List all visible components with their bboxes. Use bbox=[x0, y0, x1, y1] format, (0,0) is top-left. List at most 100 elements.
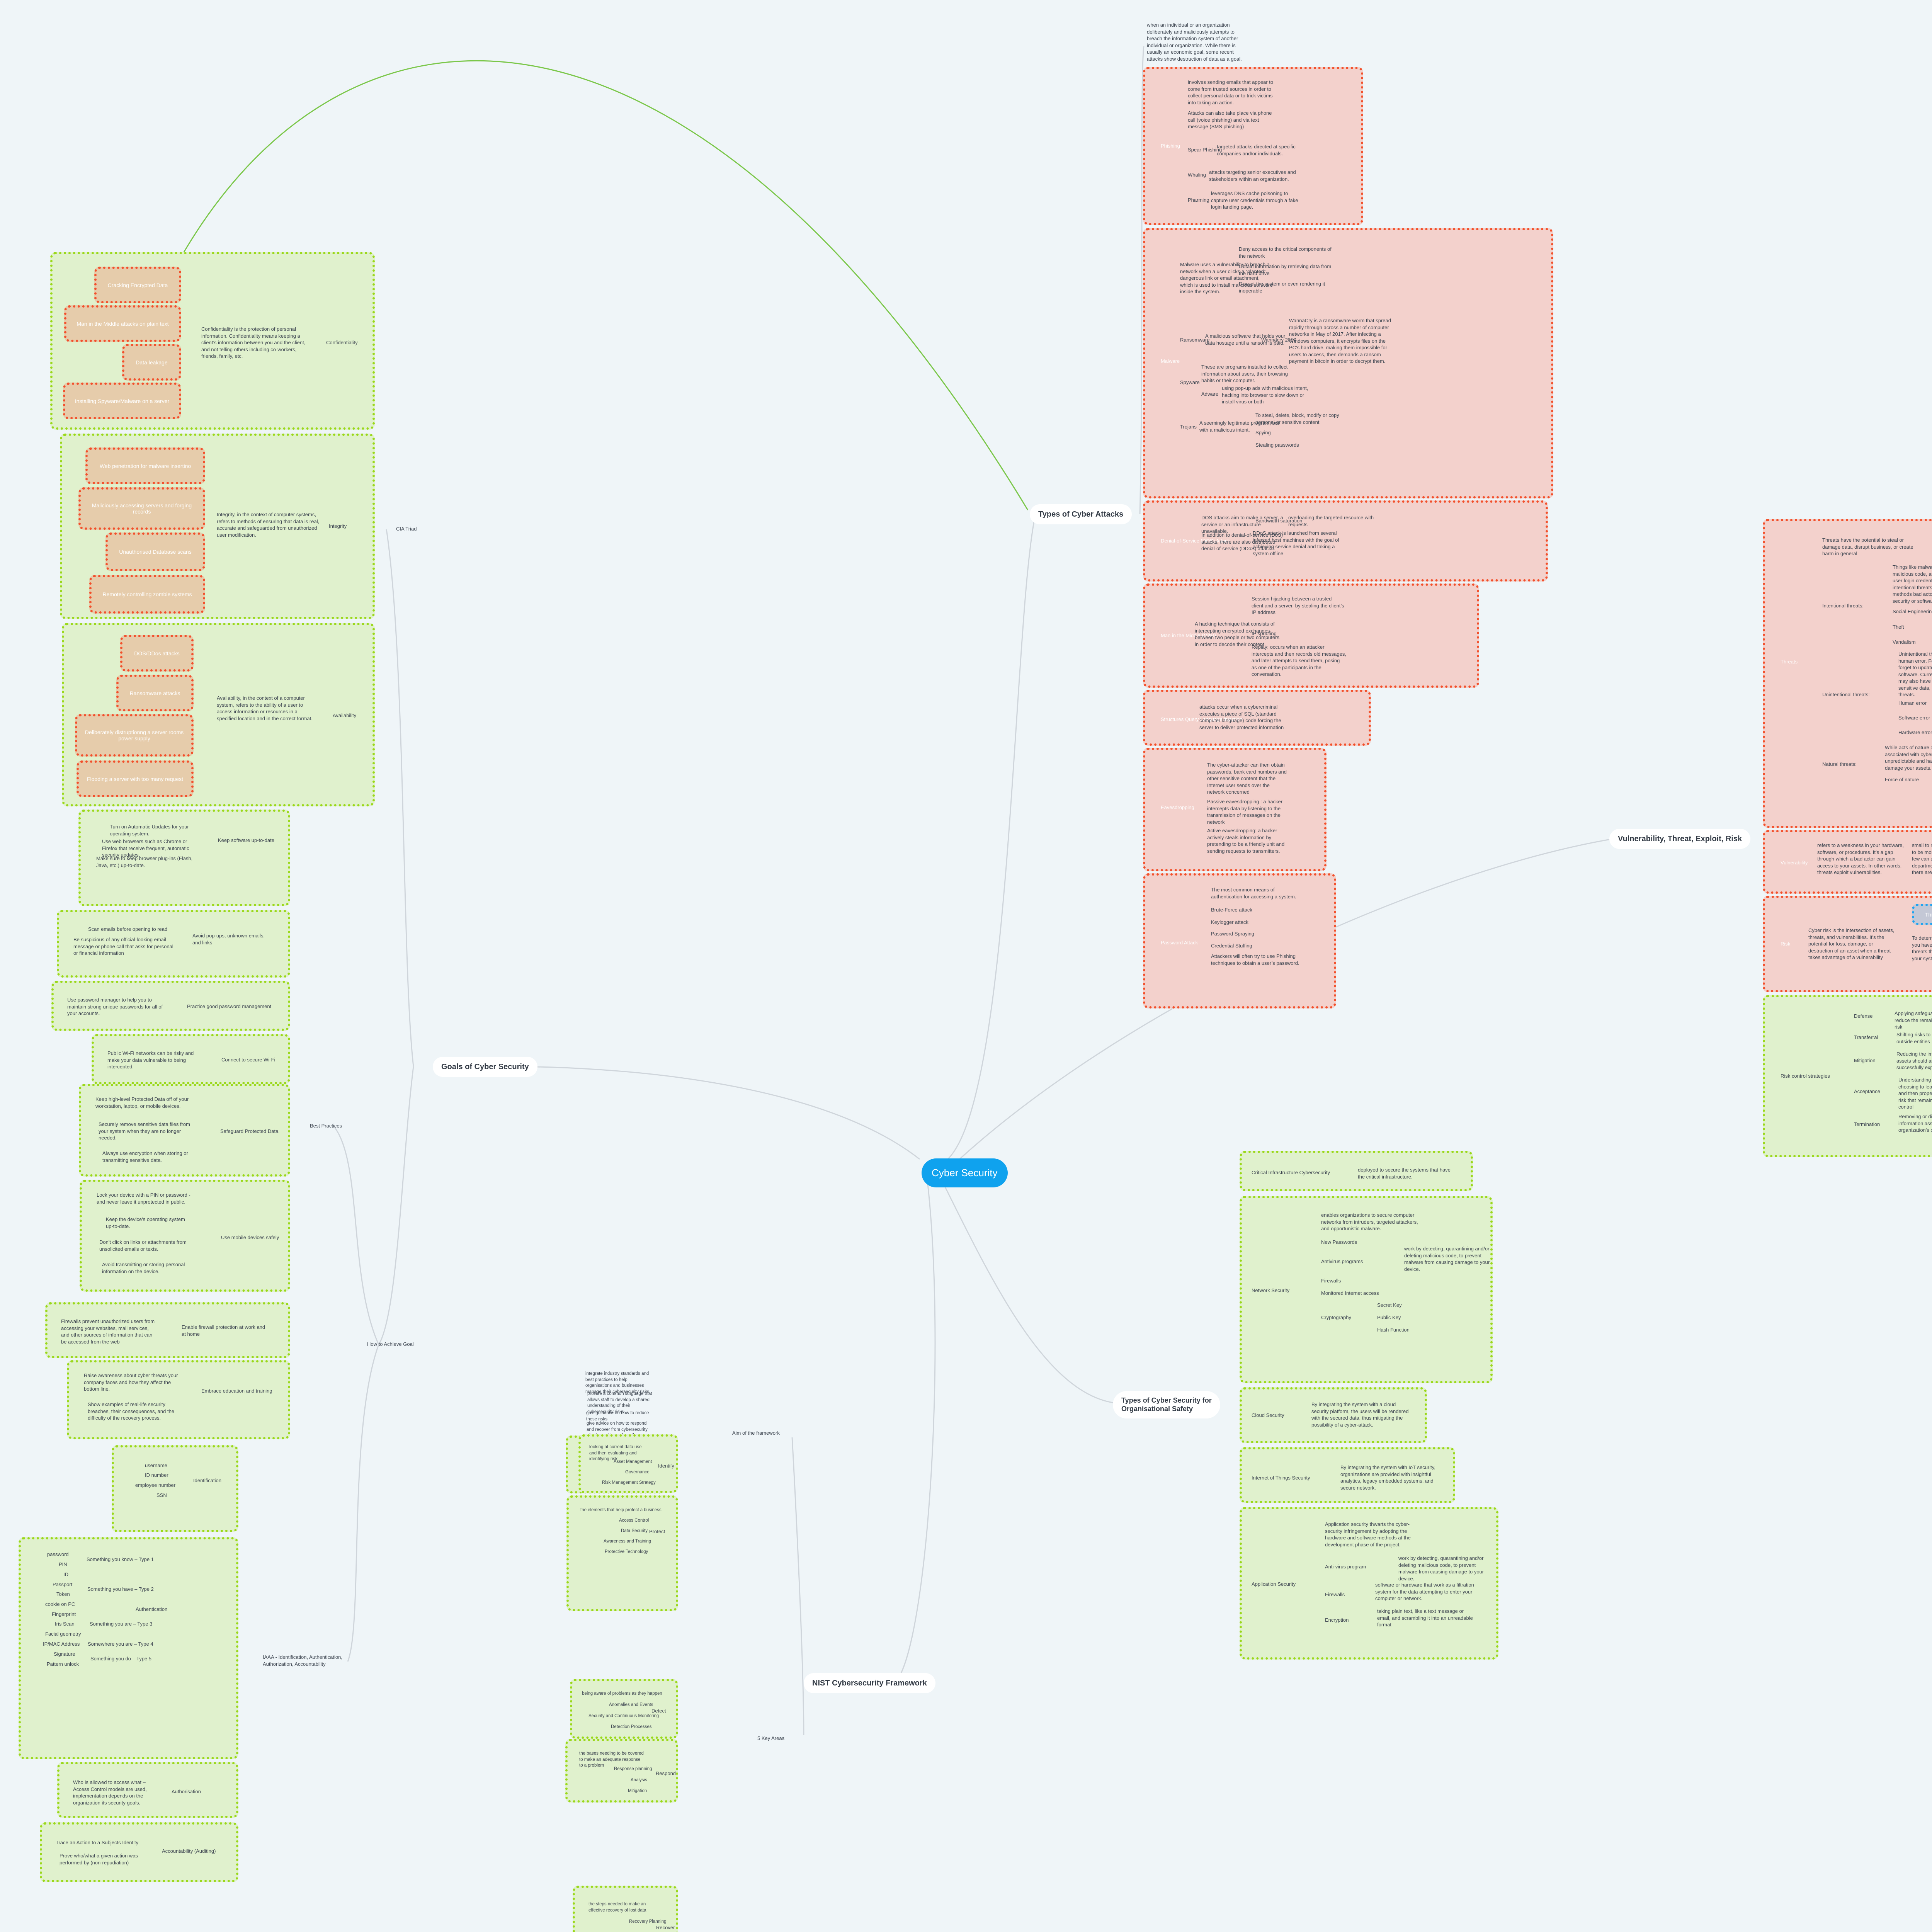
iaaa-label[interactable]: IAAA - Identification, Authentication, A… bbox=[263, 1654, 342, 1667]
risk-label[interactable]: Risk bbox=[1781, 941, 1791, 947]
eavesdropping-label[interactable]: Eavesdropping bbox=[1161, 804, 1194, 810]
topic-types-of-cyber-security[interactable]: Types of Cyber Security for Organisation… bbox=[1113, 1391, 1220, 1419]
confidentiality-threat[interactable]: Data leakage bbox=[122, 344, 181, 381]
nist-detect-label[interactable]: Detect bbox=[651, 1708, 666, 1714]
cryptography-label[interactable]: Cryptography bbox=[1321, 1315, 1352, 1320]
dos-desc: DOS attacks aim to make a server, a serv… bbox=[1201, 515, 1283, 534]
availability-threat[interactable]: Deliberately distruptionng a server room… bbox=[75, 714, 194, 757]
integrity-threat[interactable]: Remotely controlling zombie systems bbox=[89, 575, 205, 614]
password-attack-label[interactable]: Password Attack bbox=[1161, 940, 1198, 946]
ransomware-label[interactable]: Ransomware bbox=[1180, 337, 1210, 343]
practice-label[interactable]: Connect to secure Wi-Fi bbox=[221, 1057, 276, 1063]
topic-types-of-cyber-attacks[interactable]: Types of Cyber Attacks bbox=[1030, 504, 1132, 524]
auth-factor: cookie on PC bbox=[45, 1601, 75, 1607]
identification-label[interactable]: Identification bbox=[193, 1478, 221, 1483]
nist-protect-label[interactable]: Protect bbox=[649, 1529, 665, 1534]
wannacry-label[interactable]: Wannacry 2017 bbox=[1261, 337, 1296, 343]
nist-respond-label[interactable]: Respond bbox=[656, 1770, 676, 1776]
vulnerability-label[interactable]: Vulnerability bbox=[1781, 860, 1808, 866]
pharming-label[interactable]: Pharming bbox=[1188, 197, 1209, 203]
adware-label[interactable]: Adware bbox=[1201, 391, 1219, 397]
confidentiality-threat[interactable]: Man in the Middle attacks on plain text bbox=[64, 305, 181, 342]
iot-security-label[interactable]: Internet of Things Security bbox=[1252, 1475, 1310, 1481]
trojans-label[interactable]: Trojans bbox=[1180, 424, 1197, 430]
nist-identify-label[interactable]: Identify bbox=[658, 1463, 674, 1469]
cloud-security-label[interactable]: Cloud Security bbox=[1252, 1412, 1284, 1418]
sql-label[interactable]: Structures Query Language injection bbox=[1161, 716, 1243, 722]
practice-label[interactable]: Embrace education and training bbox=[201, 1388, 272, 1394]
availability-threat[interactable]: DOS/DDos attacks bbox=[120, 635, 194, 672]
dos-label[interactable]: Denial-of-Service (DOS) Attack bbox=[1161, 538, 1230, 544]
availability-threat[interactable]: Ransomware attacks bbox=[116, 675, 194, 711]
cia-triad-label[interactable]: CIA Triad bbox=[396, 526, 417, 532]
how-to-achieve-goal-label[interactable]: How to Achieve Goal bbox=[367, 1341, 414, 1347]
network-security-label[interactable]: Network Security bbox=[1252, 1287, 1290, 1293]
strategy-termination[interactable]: Termination bbox=[1854, 1121, 1880, 1127]
application-security-label[interactable]: Application Security bbox=[1252, 1581, 1296, 1587]
strategy-desc: Understanding the consequences of choosi… bbox=[1898, 1077, 1932, 1110]
auth-type[interactable]: Something you know – Type 1 bbox=[87, 1556, 154, 1562]
auth-type[interactable]: Something you have – Type 2 bbox=[87, 1586, 154, 1592]
whaling-label[interactable]: Whaling bbox=[1188, 172, 1206, 178]
bandwidth-saturation-label[interactable]: Bandwidth saturation bbox=[1255, 518, 1303, 524]
spear-phishing-label[interactable]: Spear Phishing bbox=[1188, 147, 1222, 153]
strategy-desc: Shifting risks to other areas or to outs… bbox=[1896, 1032, 1932, 1044]
risk-formula[interactable]: Threats + Vulnerability = Risk bbox=[1912, 904, 1932, 925]
phishing-group: Phishing involves sending emails that ap… bbox=[1143, 67, 1363, 225]
auth-type[interactable]: Something you are – Type 3 bbox=[90, 1621, 153, 1627]
intentional-threats-label[interactable]: Intentional threats: bbox=[1822, 603, 1864, 609]
practice-label[interactable]: Practice good password management bbox=[187, 1003, 272, 1009]
app-encryption-label[interactable]: Encryption bbox=[1325, 1617, 1349, 1623]
availability-label[interactable]: Availability bbox=[333, 713, 357, 718]
natural-threats-label[interactable]: Natural threats: bbox=[1822, 761, 1857, 767]
strategy-acceptance[interactable]: Acceptance bbox=[1854, 1088, 1880, 1094]
password-attack-group: Password Attack The most common means of… bbox=[1143, 873, 1336, 1009]
app-firewalls-label[interactable]: Firewalls bbox=[1325, 1592, 1345, 1597]
confidentiality-threat[interactable]: Cracking Encrypted Data bbox=[94, 267, 181, 303]
root-topic[interactable]: Cyber Security bbox=[922, 1158, 1008, 1187]
topic-vulnerability-threat-exploit-risk[interactable]: Vulnerability, Threat, Exploit, Risk bbox=[1609, 829, 1751, 849]
best-practices-label[interactable]: Best Practices bbox=[310, 1123, 342, 1129]
unintentional-threats-label[interactable]: Unintentional threats: bbox=[1822, 692, 1870, 697]
mitm-label[interactable]: Man in the Middle (MitM) bbox=[1161, 633, 1216, 638]
topic-nist-framework[interactable]: NIST Cybersecurity Framework bbox=[804, 1673, 935, 1693]
accountability-label[interactable]: Accountability (Auditing) bbox=[162, 1848, 216, 1854]
strategy-mitigation[interactable]: Mitigation bbox=[1854, 1058, 1876, 1063]
intentional-threat-item: Vandalism bbox=[1893, 639, 1916, 645]
risk-control-strategies-label[interactable]: Risk control strategies bbox=[1781, 1073, 1830, 1079]
practice-label[interactable]: Safeguard Protected Data bbox=[220, 1128, 279, 1134]
topic-goals-of-cyber-security[interactable]: Goals of Cyber Security bbox=[433, 1057, 537, 1077]
phishing-label[interactable]: Phishing bbox=[1161, 143, 1180, 149]
nist-recover-label[interactable]: Recover bbox=[656, 1925, 675, 1930]
threats-label[interactable]: Threats bbox=[1781, 659, 1798, 665]
practice-label[interactable]: Avoid pop-ups, unknown emails, and links bbox=[192, 933, 265, 946]
integrity-label[interactable]: Integrity bbox=[329, 523, 347, 529]
antivirus-programs-label[interactable]: Antivirus programs bbox=[1321, 1259, 1363, 1264]
strategy-transferral[interactable]: Transferral bbox=[1854, 1034, 1878, 1040]
practice-label[interactable]: Keep software up-to-date bbox=[218, 837, 274, 843]
practice-label[interactable]: Enable firewall protection at work and a… bbox=[182, 1324, 265, 1337]
availability-threat[interactable]: Flooding a server with too many request bbox=[77, 760, 194, 797]
practice-item: Turn on Automatic Updates for your opera… bbox=[110, 824, 189, 837]
confidentiality-label[interactable]: Confidentiality bbox=[326, 340, 358, 345]
vulnerability-note: small to medium-sized businesses tend to… bbox=[1912, 842, 1932, 876]
app-antivirus-label[interactable]: Anti-virus program bbox=[1325, 1564, 1366, 1570]
malware-label[interactable]: Malware bbox=[1161, 358, 1180, 364]
key-areas-label[interactable]: 5 Key Areas bbox=[757, 1735, 785, 1741]
risk-control-strategies-group: Risk control strategies Defense Applying… bbox=[1763, 995, 1932, 1157]
auth-type[interactable]: Somewhere you are – Type 4 bbox=[88, 1641, 153, 1647]
auth-type[interactable]: Something you do – Type 5 bbox=[90, 1656, 152, 1662]
authorisation-label[interactable]: Authorisation bbox=[172, 1789, 201, 1794]
practice-label[interactable]: Use mobile devices safely bbox=[221, 1235, 279, 1240]
confidentiality-threat[interactable]: Installing Spyware/Malware on a server bbox=[63, 383, 181, 419]
strategy-defense[interactable]: Defense bbox=[1854, 1013, 1873, 1019]
critical-infrastructure-label[interactable]: Critical Infrastructure Cybersecurity bbox=[1252, 1170, 1330, 1175]
aim-of-framework-label[interactable]: Aim of the framework bbox=[732, 1430, 780, 1436]
authentication-label[interactable]: Authentication bbox=[136, 1606, 168, 1612]
nist-item: Asset Management bbox=[614, 1459, 652, 1464]
practice-item: Securely remove sensitive data files fro… bbox=[99, 1121, 190, 1141]
integrity-threat[interactable]: Unauthorised Database scans bbox=[105, 532, 205, 571]
spyware-label[interactable]: Spyware bbox=[1180, 379, 1200, 385]
integrity-threat[interactable]: Web penetration for malware insertino bbox=[85, 447, 205, 484]
integrity-threat[interactable]: Maliciously accessing servers and forgin… bbox=[78, 487, 205, 530]
